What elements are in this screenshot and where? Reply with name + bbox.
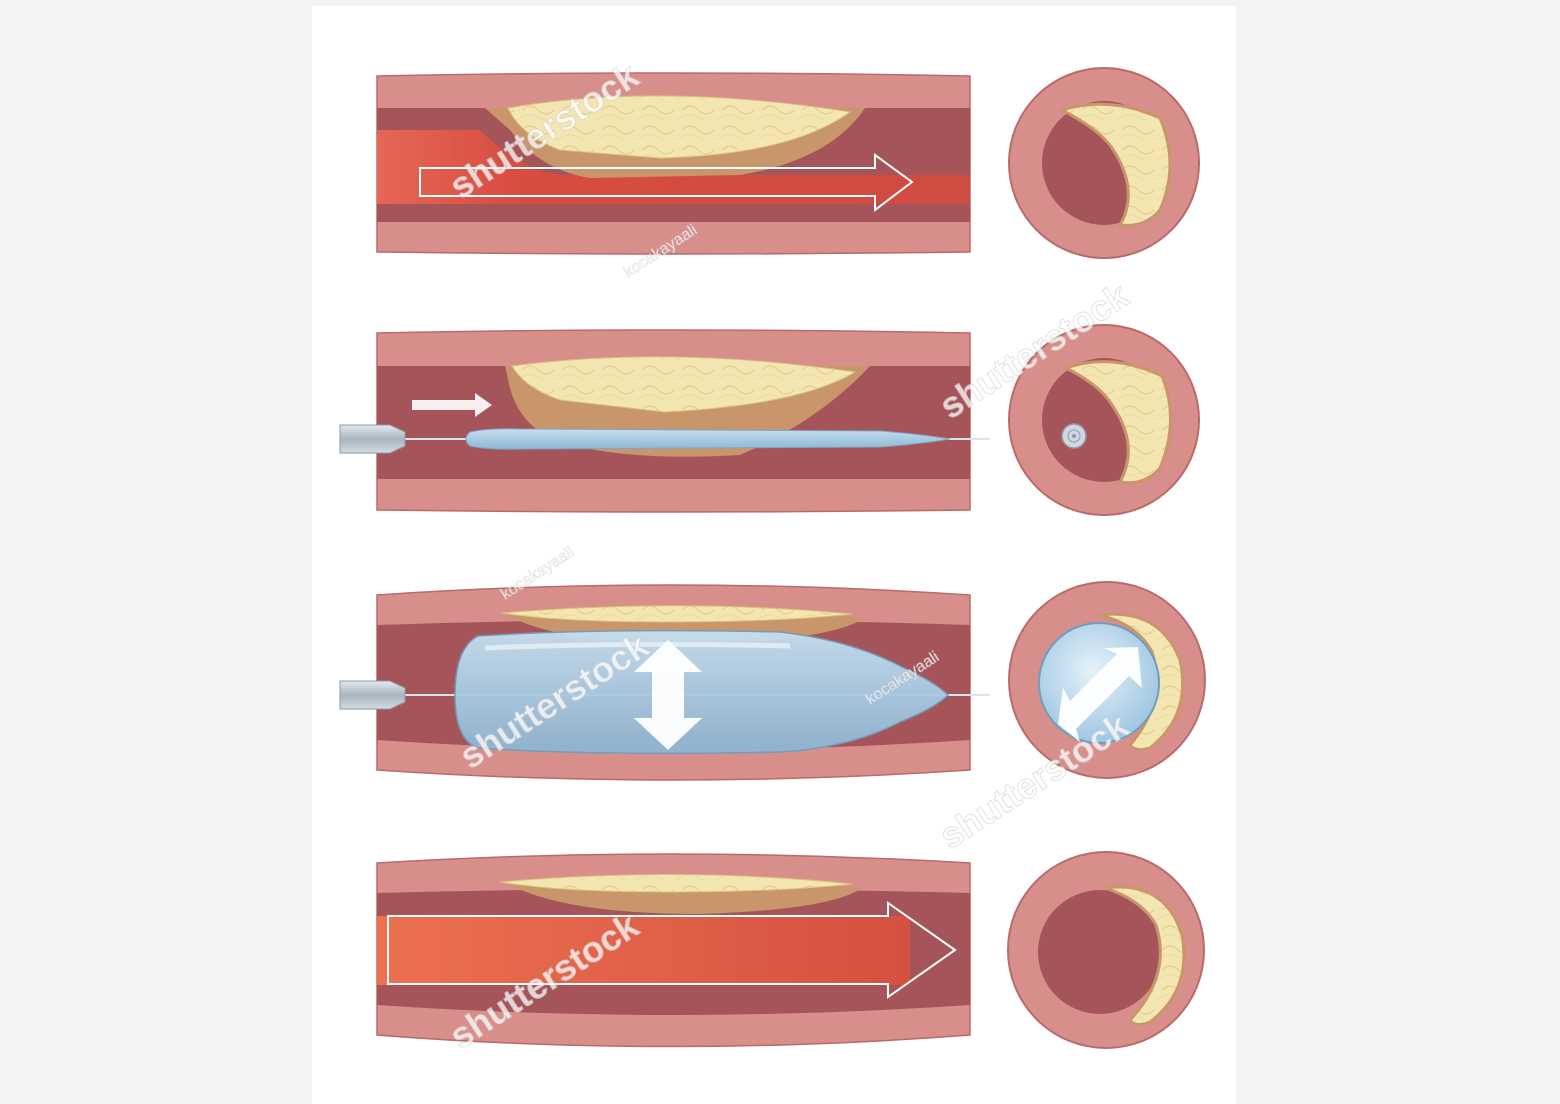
- row-3-balloon-inflation: [339, 581, 1206, 781]
- vessel-longitudinal-4: [376, 853, 971, 1048]
- double-headed-arrow-icon: [634, 640, 702, 750]
- blood-flow-arrow: [387, 901, 957, 999]
- row-4-restored-flow: [376, 851, 1205, 1049]
- diagonal-expansion-arrow-icon: [1058, 647, 1142, 742]
- lipid-plaque: [501, 605, 853, 623]
- vessel-longitudinal-3: [339, 584, 990, 781]
- plaque-cross-section: [1058, 102, 1172, 227]
- blood-flow-arrow: [419, 153, 914, 213]
- blood-flow-region: [377, 130, 970, 204]
- vessel-cross-section-2: [1008, 324, 1200, 516]
- vessel-cross-section-3: [1008, 581, 1206, 779]
- blood-flow-region: [377, 916, 910, 985]
- inflated-balloon: [454, 629, 950, 755]
- row-1-stenosis: [376, 67, 1200, 259]
- small-flow-arrow: [412, 393, 492, 417]
- plaque-cross-section: [1062, 360, 1172, 485]
- plaque-cross-section: [1104, 885, 1186, 1027]
- lipid-plaque: [507, 95, 852, 159]
- vessel-longitudinal-2: [339, 329, 990, 513]
- catheter-tip: [339, 424, 406, 454]
- vessel-longitudinal-1: [376, 72, 971, 255]
- deflated-balloon: [465, 428, 951, 450]
- vessel-cross-section-1: [1008, 67, 1200, 259]
- vessel-cross-section-4: [1007, 851, 1205, 1049]
- catheter-tip: [339, 680, 406, 710]
- lipid-plaque: [511, 356, 857, 413]
- open-lumen: [1038, 890, 1162, 1014]
- row-2-catheter-insertion: [339, 324, 1200, 516]
- plaque-cross-section: [1099, 612, 1185, 751]
- lipid-plaque: [499, 873, 853, 893]
